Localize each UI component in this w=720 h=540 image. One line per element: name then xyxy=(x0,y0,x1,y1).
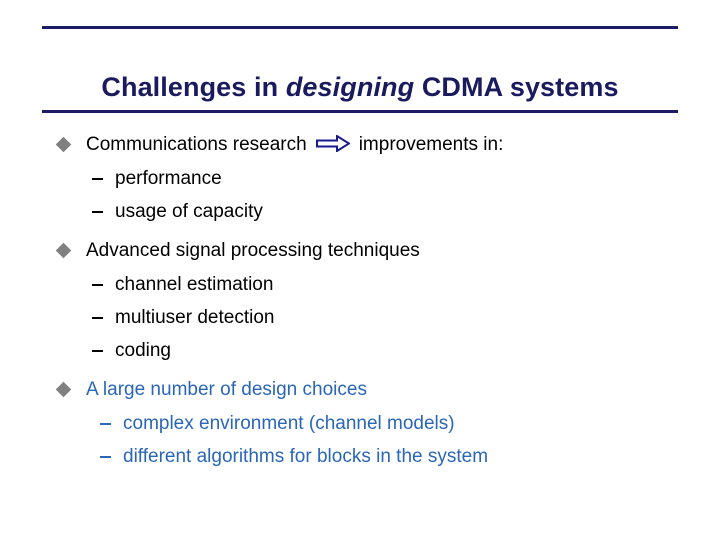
bullet-item: Communications research improvements in: xyxy=(0,132,720,157)
en-dash-icon xyxy=(92,284,103,286)
header-rule-top xyxy=(42,26,678,29)
header-rule-bottom xyxy=(42,110,678,113)
bullet-item-label: Advanced signal processing techniques xyxy=(86,240,420,261)
sub-bullet-item: usage of capacity xyxy=(0,199,720,224)
bullet-item: A large number of design choices xyxy=(0,377,720,402)
sub-bullet-label: different algorithms for blocks in the s… xyxy=(123,446,489,467)
en-dash-icon xyxy=(92,350,103,352)
en-dash-icon xyxy=(92,178,103,180)
diamond-bullet-icon xyxy=(55,136,72,153)
bullet-block-highlighted: A large number of design choices complex… xyxy=(0,377,720,469)
right-block-arrow-icon xyxy=(315,135,350,153)
bullet-block: Advanced signal processing techniques ch… xyxy=(0,238,720,363)
page-title-emphasis: designing xyxy=(285,72,415,103)
sub-bullet-item: complex environment (channel models) xyxy=(0,411,720,436)
sub-bullet-label: multiuser detection xyxy=(115,307,275,328)
bullet-item: Advanced signal processing techniques xyxy=(0,238,720,263)
bullet-item-label: A large number of design choices xyxy=(86,379,367,400)
sub-bullet-label: channel estimation xyxy=(115,274,274,295)
bullet-item-label: Communications research improvements in: xyxy=(86,132,503,157)
bullet-text-before-arrow: Communications research xyxy=(86,134,307,155)
en-dash-icon xyxy=(92,317,103,319)
sub-bullet-item: different algorithms for blocks in the s… xyxy=(0,444,720,469)
page-title-prefix: Challenges in xyxy=(101,72,286,103)
bullet-text-after-arrow: improvements in: xyxy=(358,134,504,155)
en-dash-icon xyxy=(100,423,111,425)
sub-bullet-label: coding xyxy=(115,340,171,361)
sub-bullet-label: performance xyxy=(115,168,222,189)
sub-bullet-item: channel estimation xyxy=(0,272,720,297)
sub-bullet-item: performance xyxy=(0,166,720,191)
en-dash-icon xyxy=(100,456,111,458)
sub-bullet-label: usage of capacity xyxy=(115,201,263,222)
page-title: Challenges in designing CDMA systems xyxy=(0,70,720,104)
sub-bullet-label: complex environment (channel models) xyxy=(123,413,455,434)
diamond-bullet-icon xyxy=(55,242,72,259)
en-dash-icon xyxy=(92,211,103,213)
sub-bullet-item: multiuser detection xyxy=(0,305,720,330)
diamond-bullet-icon xyxy=(55,381,72,398)
page-title-suffix: CDMA systems xyxy=(414,72,619,103)
sub-bullet-item: coding xyxy=(0,338,720,363)
